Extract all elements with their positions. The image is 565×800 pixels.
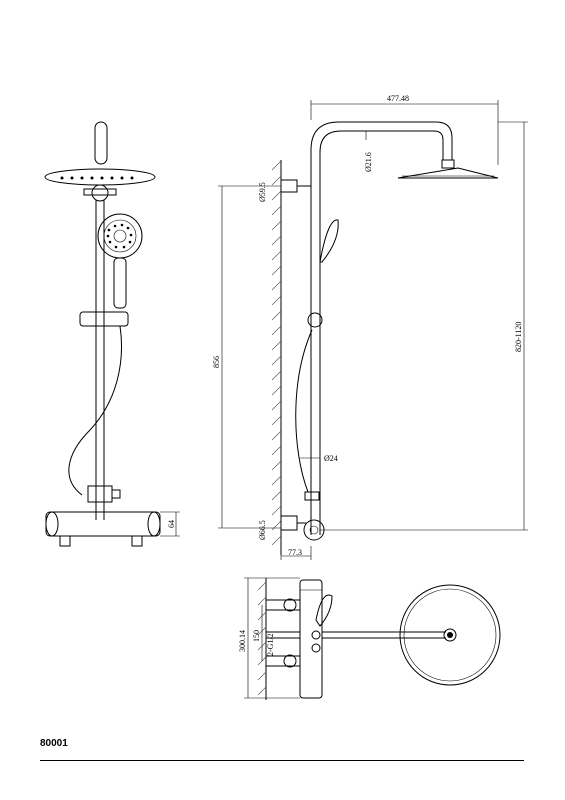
rain-head-side	[397, 167, 499, 179]
dim-wall-offset: 77.3	[288, 548, 302, 557]
footer-divider	[40, 760, 524, 761]
model-code: 80001	[40, 738, 68, 749]
rain-head-top	[399, 584, 501, 686]
dim-valve-height: 64	[167, 520, 176, 528]
dim-bottom-width: 300.14	[238, 630, 247, 652]
dim-bottom-mount-dia: Ø66.5	[258, 520, 267, 540]
hand-shower-head	[97, 213, 143, 259]
top-view: 300.14 150 2-G1/2	[238, 577, 501, 700]
dim-bar-height: 856	[212, 356, 221, 368]
dim-head-reach: 477.48	[387, 94, 409, 103]
front-view: 64	[44, 121, 180, 547]
dim-head-arm-dia: Ø21.6	[364, 152, 373, 172]
dim-bottom-thread: 2-G1/2	[266, 633, 275, 656]
dim-bar-dia: Ø24	[324, 454, 338, 463]
side-view: 477.48 Ø21.6 Ø59.5 856 820-1120 Ø24 Ø66.…	[212, 94, 528, 560]
rain-head-nozzles	[60, 176, 134, 180]
dim-bottom-spacing: 150	[252, 630, 261, 642]
dim-total-height: 820-1120	[514, 322, 523, 352]
dim-top-mount-dia: Ø59.5	[258, 182, 267, 202]
